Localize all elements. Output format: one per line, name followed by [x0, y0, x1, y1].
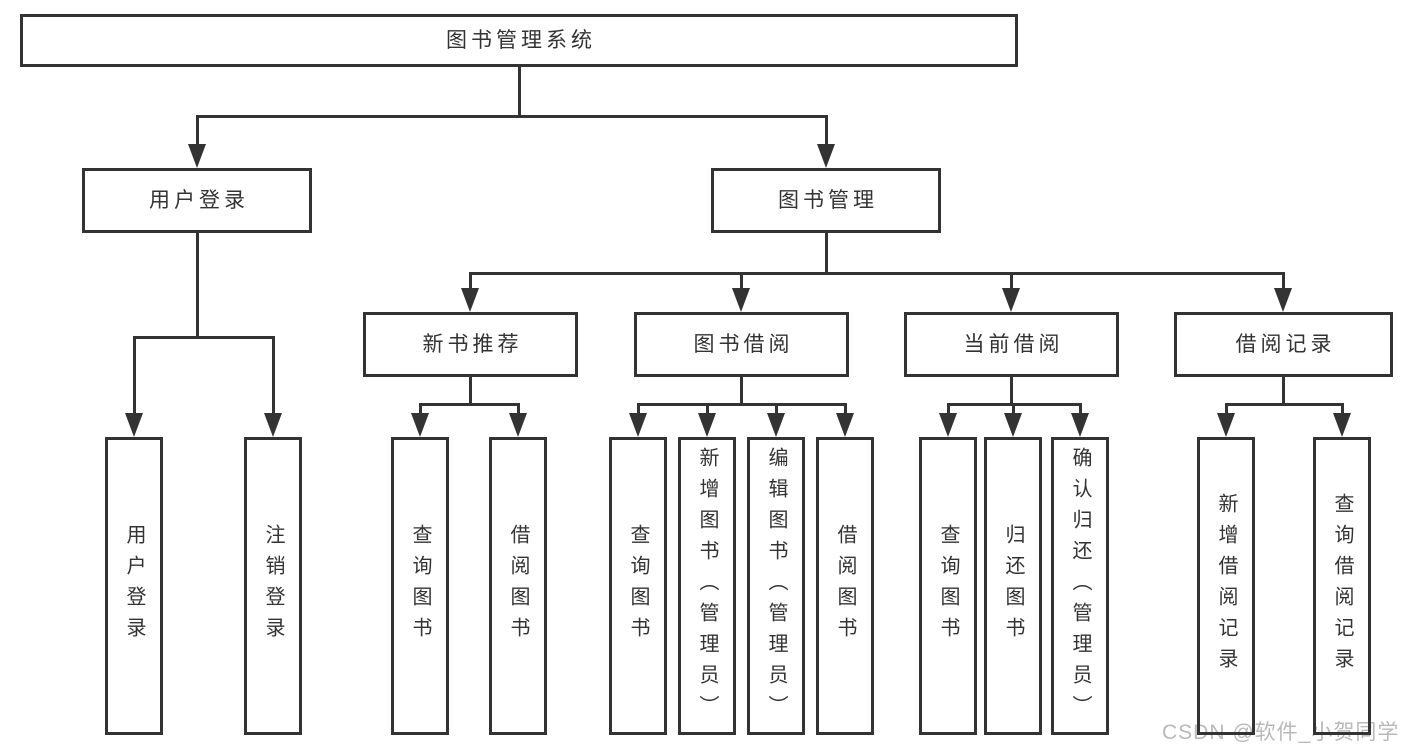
- arrowhead-leaf-login: [125, 413, 143, 437]
- connector-recommend-drop: [469, 272, 472, 292]
- leaf-records-query-record-label: 查询借阅记录: [1331, 493, 1353, 679]
- leaf-current-return-books: 归还图书: [984, 437, 1042, 735]
- connector-user-login-drop: [196, 115, 199, 148]
- connector-bb-query-drop: [637, 403, 640, 417]
- connector-records-split: [1225, 403, 1344, 406]
- node-borrow-records-label: 借阅记录: [1235, 333, 1336, 356]
- connector-br-add-drop: [1225, 403, 1228, 417]
- connector-rec-query-drop: [419, 403, 422, 417]
- connector-leaf-login-drop: [133, 336, 136, 418]
- arrowhead-recommend: [461, 288, 479, 312]
- arrowhead-book-mgmt: [817, 144, 835, 168]
- arrowhead-br-query: [1333, 413, 1351, 437]
- leaf-recommend-borrow-books-label: 借阅图书: [507, 524, 529, 648]
- connector-book-mgmt-drop: [825, 115, 828, 148]
- connector-rec-borrow-drop: [517, 403, 520, 417]
- connector-bb-add-drop: [706, 403, 709, 417]
- connector-records-stub: [1282, 377, 1285, 406]
- connector-bb-borrow-drop: [844, 403, 847, 417]
- watermark-text: CSDN @软件_小贺同学: [1162, 721, 1400, 744]
- connector-cb-query-drop: [947, 403, 950, 417]
- arrowhead-bb-edit: [767, 413, 785, 437]
- leaf-borrow-borrow-books-label: 借阅图书: [834, 524, 856, 648]
- connector-cb-return-drop: [1012, 403, 1015, 417]
- leaf-logout-label: 注销登录: [262, 524, 284, 648]
- node-book-borrow-label: 图书借阅: [693, 333, 794, 356]
- node-new-book-recommend: 新书推荐: [363, 312, 578, 377]
- arrowhead-cb-query: [939, 413, 957, 437]
- connector-level3-hline: [469, 272, 1285, 275]
- leaf-borrow-edit-books-admin-label: 编辑图书（管理员）: [765, 446, 787, 726]
- arrowhead-user-login: [188, 144, 206, 168]
- arrowhead-bb-add: [698, 413, 716, 437]
- connector-borrow-drop: [740, 272, 743, 292]
- connector-cb-confirm-drop: [1079, 403, 1082, 417]
- leaf-user-login: 用户登录: [105, 437, 163, 735]
- connector-user-login-split: [133, 336, 275, 339]
- connector-current-drop: [1010, 272, 1013, 292]
- connector-records-drop: [1282, 272, 1285, 292]
- connector-root-stub: [518, 67, 521, 117]
- leaf-borrow-add-books-admin-label: 新增图书（管理员）: [696, 446, 718, 726]
- node-user-login: 用户登录: [82, 168, 312, 233]
- node-current-borrow: 当前借阅: [904, 312, 1119, 377]
- leaf-recommend-borrow-books: 借阅图书: [489, 437, 547, 735]
- arrowhead-bb-query: [629, 413, 647, 437]
- connector-user-login-stub: [196, 233, 199, 339]
- leaf-borrow-add-books-admin: 新增图书（管理员）: [678, 437, 736, 735]
- node-book-management-label: 图书管理: [778, 189, 878, 212]
- leaf-records-add-record: 新增借阅记录: [1197, 437, 1255, 735]
- connector-br-query-drop: [1341, 403, 1344, 417]
- arrowhead-leaf-logout: [264, 413, 282, 437]
- leaf-logout: 注销登录: [244, 437, 302, 735]
- arrowhead-rec-query: [411, 413, 429, 437]
- leaf-borrow-query-books: 查询图书: [609, 437, 667, 735]
- connector-borrow-split: [637, 403, 847, 406]
- arrowhead-br-add: [1217, 413, 1235, 437]
- arrowhead-records: [1274, 288, 1292, 312]
- leaf-current-query-books-label: 查询图书: [937, 524, 959, 648]
- connector-level2-hline: [196, 115, 828, 118]
- connector-book-mgmt-stub: [825, 233, 828, 274]
- leaf-recommend-query-books: 查询图书: [391, 437, 449, 735]
- connector-bb-edit-drop: [775, 403, 778, 417]
- leaf-borrow-borrow-books: 借阅图书: [816, 437, 874, 735]
- connector-leaf-logout-drop: [272, 336, 275, 418]
- leaf-borrow-query-books-label: 查询图书: [627, 524, 649, 648]
- arrowhead-cb-confirm: [1071, 413, 1089, 437]
- leaf-current-confirm-return-admin: 确认归还（管理员）: [1051, 437, 1109, 735]
- arrowhead-bb-borrow: [836, 413, 854, 437]
- arrowhead-current: [1002, 288, 1020, 312]
- leaf-current-confirm-return-admin-label: 确认归还（管理员）: [1069, 446, 1091, 726]
- node-borrow-records: 借阅记录: [1174, 312, 1393, 377]
- leaf-records-query-record: 查询借阅记录: [1313, 437, 1371, 735]
- node-book-borrow: 图书借阅: [634, 312, 849, 377]
- connector-current-stub: [1010, 377, 1013, 406]
- leaf-current-return-books-label: 归还图书: [1002, 524, 1024, 648]
- arrowhead-borrow: [732, 288, 750, 312]
- arrowhead-rec-borrow: [509, 413, 527, 437]
- leaf-current-query-books: 查询图书: [919, 437, 977, 735]
- leaf-recommend-query-books-label: 查询图书: [409, 524, 431, 648]
- leaf-records-add-record-label: 新增借阅记录: [1215, 493, 1237, 679]
- arrowhead-cb-return: [1004, 413, 1022, 437]
- node-new-book-recommend-label: 新书推荐: [422, 333, 523, 356]
- connector-borrow-stub: [740, 377, 743, 406]
- node-root-label: 图书管理系统: [446, 29, 596, 52]
- node-user-login-label: 用户登录: [149, 189, 249, 212]
- node-current-borrow-label: 当前借阅: [963, 333, 1064, 356]
- connector-recommend-split: [419, 403, 520, 406]
- node-book-management: 图书管理: [711, 168, 941, 233]
- connector-recommend-stub: [469, 377, 472, 406]
- node-root: 图书管理系统: [20, 14, 1018, 67]
- leaf-user-login-label: 用户登录: [123, 524, 145, 648]
- leaf-borrow-edit-books-admin: 编辑图书（管理员）: [747, 437, 805, 735]
